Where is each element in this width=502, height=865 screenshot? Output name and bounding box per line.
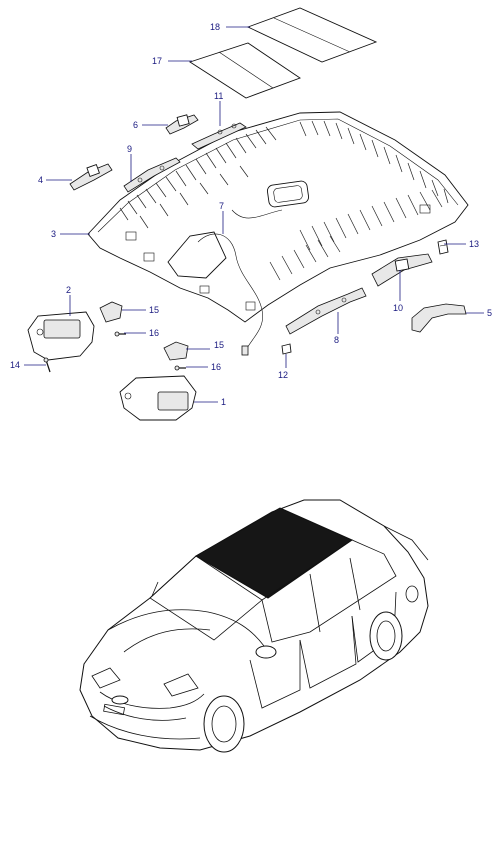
roof-insulation-pad-17: [188, 42, 301, 99]
callout-15a: 15: [149, 305, 159, 315]
callout-3: 3: [51, 229, 56, 239]
callouts: 18 17 11 6 9 4 7 3 13 2 10 15 5 16 8 15: [10, 22, 492, 407]
callout-13: 13: [469, 239, 479, 249]
assist-handle-4: [69, 163, 113, 191]
callout-2: 2: [66, 285, 71, 295]
bracket-10: [371, 253, 433, 287]
screw-16a: [114, 331, 126, 337]
roof-insulation-pad-18: [246, 7, 378, 63]
callout-9: 9: [127, 144, 132, 154]
sunvisor-2: [27, 311, 95, 361]
callout-14: 14: [10, 360, 20, 370]
callout-17: 17: [152, 56, 162, 66]
callout-11: 11: [214, 91, 223, 101]
sunvisor-holder-15a: [99, 301, 123, 323]
bracket-11: [191, 122, 247, 150]
clip-13: [437, 239, 449, 255]
callout-18: 18: [210, 22, 220, 32]
headlining-panel: [87, 111, 469, 356]
callout-1: 1: [221, 397, 226, 407]
bracket-8: [285, 287, 367, 335]
sunvisor-1: [119, 375, 197, 421]
assist-handle-5: [411, 303, 467, 333]
screw-14: [43, 357, 51, 373]
car-illustration: [79, 499, 429, 753]
screw-16b: [174, 365, 186, 371]
callout-4: 4: [38, 175, 43, 185]
callout-7: 7: [219, 201, 224, 211]
callout-15b: 15: [214, 340, 224, 350]
callout-6: 6: [133, 120, 138, 130]
callout-5: 5: [487, 308, 492, 318]
assist-handle-6: [165, 114, 199, 135]
callout-10: 10: [393, 303, 403, 313]
callout-12: 12: [278, 370, 288, 380]
callout-16b: 16: [211, 362, 221, 372]
bracket-9: [123, 157, 181, 193]
callout-8: 8: [334, 335, 339, 345]
callout-16a: 16: [149, 328, 159, 338]
sunvisor-holder-15b: [163, 341, 189, 361]
clip-12: [281, 343, 292, 355]
